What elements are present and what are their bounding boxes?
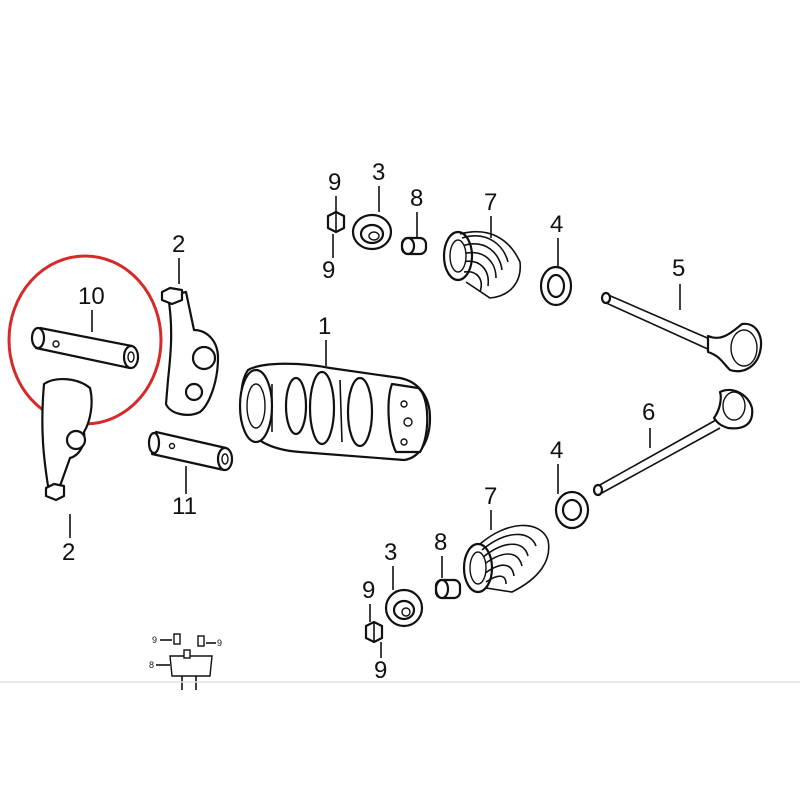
exhaust-valve <box>600 291 763 373</box>
inset-callout-8: 8 <box>149 660 154 670</box>
spring-retainer-bottom <box>384 588 424 628</box>
callout-9-bottom-a: 9 <box>362 577 375 604</box>
callout-4-top: 4 <box>550 211 563 238</box>
rocker-arm-lower <box>41 378 93 502</box>
callout-8-top: 8 <box>410 185 423 212</box>
spring-seat-bottom <box>554 490 590 530</box>
camshaft <box>238 362 432 462</box>
inset-diagram: 9 9 8 <box>149 633 222 690</box>
callout-1: 1 <box>318 313 331 340</box>
callout-7-top: 7 <box>484 189 497 216</box>
valve-keeper-top <box>326 210 346 234</box>
rocker-shaft-11 <box>147 430 234 472</box>
inset-callout-9-right: 9 <box>217 638 222 648</box>
callout-7-bottom: 7 <box>484 483 497 510</box>
valve-seal-top <box>400 236 428 256</box>
callout-2-lower: 2 <box>62 539 75 566</box>
callout-5: 5 <box>672 255 685 282</box>
valve-seal-bottom <box>434 578 462 600</box>
callout-6: 6 <box>642 399 655 426</box>
callout-2-upper: 2 <box>172 231 185 258</box>
callout-9-top-a: 9 <box>328 169 341 196</box>
spring-seat-top <box>539 265 573 307</box>
intake-valve <box>592 388 754 497</box>
rocker-shaft-10 <box>30 326 140 370</box>
valve-keeper-bottom <box>364 620 384 644</box>
valve-spring-top <box>442 230 521 299</box>
callout-3-bottom: 3 <box>384 539 397 566</box>
callout-8-bottom: 8 <box>434 529 447 556</box>
callout-10: 10 <box>78 283 105 310</box>
callout-4-bottom: 4 <box>550 437 563 464</box>
callout-9-top-b: 9 <box>322 257 335 284</box>
callout-3-top: 3 <box>372 159 385 186</box>
callout-11: 11 <box>172 493 197 520</box>
rocker-arm-upper <box>160 286 220 416</box>
spring-retainer-top <box>351 213 393 251</box>
valve-spring-bottom <box>462 524 550 594</box>
callout-9-bottom-b: 9 <box>374 657 387 684</box>
inset-callout-9-left: 9 <box>152 635 157 645</box>
